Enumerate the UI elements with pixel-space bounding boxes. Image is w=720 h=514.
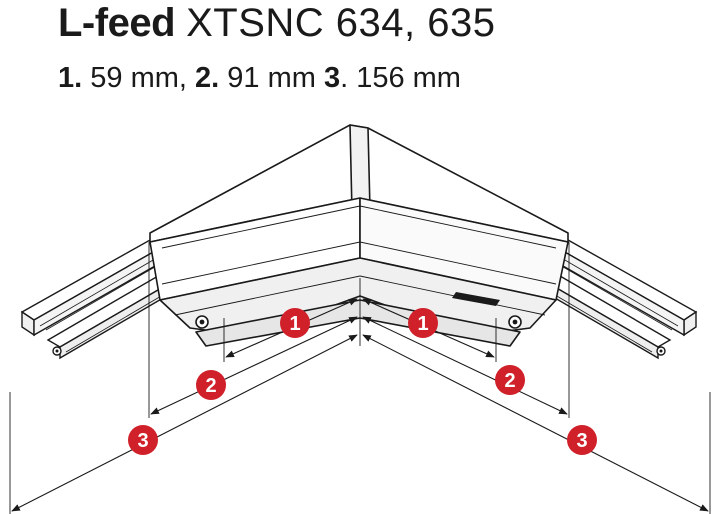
dimension-2-value: 91 mm: [227, 62, 316, 94]
title-product-name: L-feed: [58, 1, 176, 45]
dimension-line-3-left: [11, 334, 358, 512]
callout-badge-3-right: 3: [567, 425, 597, 455]
callout-label-2-right: 2: [504, 370, 515, 392]
left-track-arm: [20, 239, 172, 360]
callout-badge-3-left: 3: [128, 425, 158, 455]
dimension-1-number: 1.: [58, 62, 83, 94]
dimension-summary: 1. 59 mm, 2. 91 mm 3. 156 mm: [58, 60, 461, 96]
callout-label-3-right: 3: [576, 430, 587, 452]
callout-label-2-left: 2: [205, 375, 216, 397]
callout-badge-2-left: 2: [196, 370, 226, 400]
dimension-3-number: 3: [323, 62, 341, 94]
callout-badge-2-right: 2: [495, 365, 525, 395]
callout-badge-1-left: 1: [280, 308, 310, 338]
dimension-2-number: 2.: [195, 62, 220, 94]
l-feed-housing: [149, 124, 569, 347]
dimension-3-value: . 156 mm: [340, 62, 461, 94]
callout-label-1-left: 1: [289, 313, 300, 335]
callout-badge-1-right: 1: [408, 308, 438, 338]
callout-label-3-left: 3: [137, 430, 148, 452]
callout-label-1-right: 1: [417, 313, 428, 335]
dimension-line-3-right: [362, 334, 709, 512]
title-model-numbers: XTSNC 634, 635: [186, 1, 496, 45]
page-title: L-feed XTSNC 634, 635: [58, 0, 496, 46]
right-track-arm: [546, 239, 698, 360]
dimension-1-value: 59 mm,: [90, 62, 187, 94]
